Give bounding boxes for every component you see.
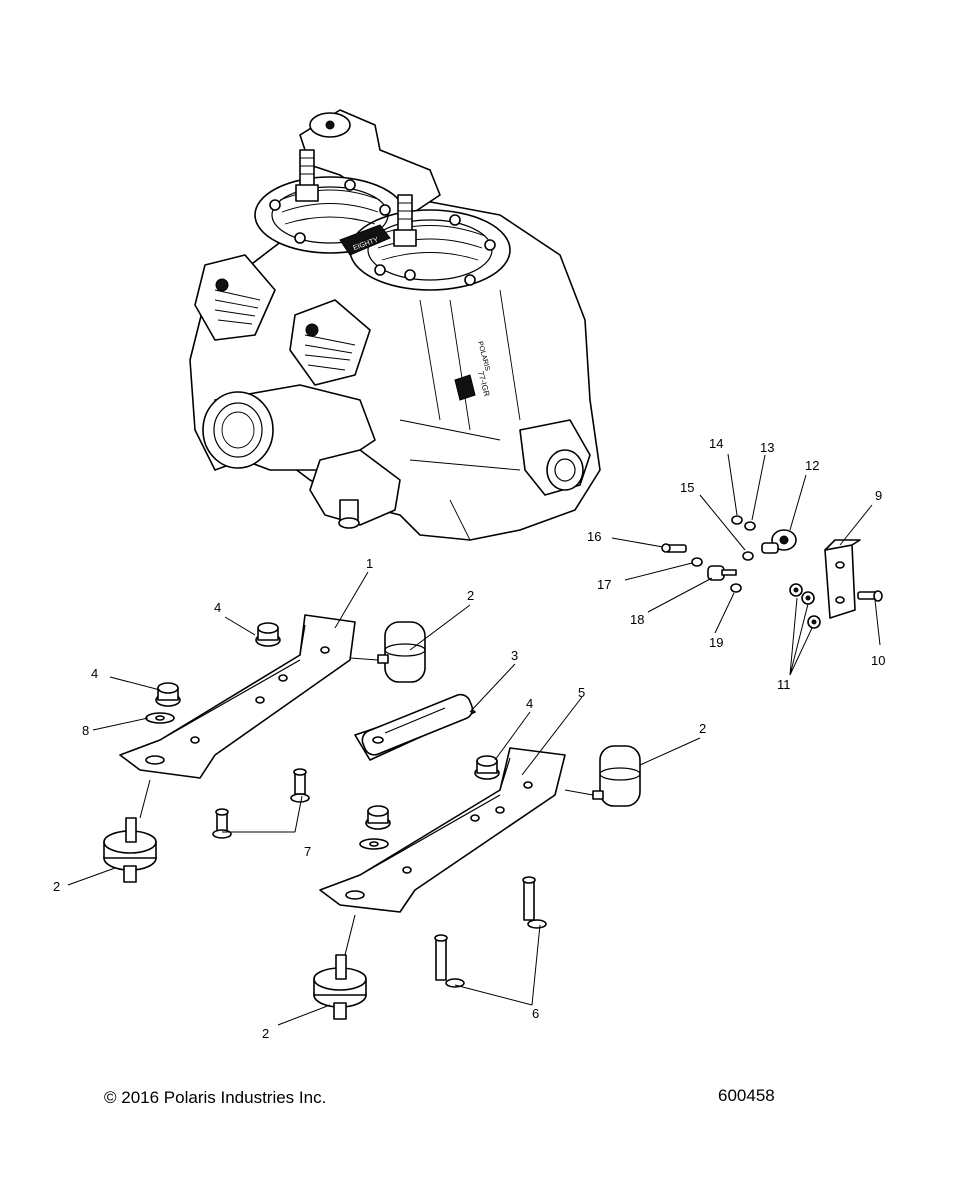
flange-nut-lower [365, 805, 391, 830]
bolt-7a [290, 768, 310, 803]
callout-17: 17 [597, 577, 611, 592]
callout-11: 11 [777, 677, 791, 692]
flange-nut-center [474, 755, 500, 780]
leader-lines [67, 453, 881, 1026]
bolt-10 [857, 590, 883, 602]
callout-4: 4 [526, 696, 533, 711]
callout-2: 2 [467, 588, 474, 603]
engine-mount-bracket-left [119, 614, 356, 779]
nut-14 [731, 515, 743, 525]
copyright-notice: © 2016 Polaris Industries Inc. [104, 1088, 327, 1107]
callout-7: 7 [304, 844, 311, 859]
spark-plug-right [393, 194, 417, 247]
callout-2: 2 [262, 1026, 269, 1041]
callout-2: 2 [53, 879, 60, 894]
bolt-6b [434, 934, 465, 988]
rod-end-12 [761, 529, 797, 554]
spacer-18 [707, 565, 737, 581]
assembly-lines [139, 657, 594, 956]
drawing-number: 600458 [718, 1086, 775, 1105]
rubber-mount-right-bottom [313, 954, 367, 1020]
bracket-9 [824, 539, 861, 619]
callout-labels: 1 2 3 4 4 8 4 5 2 7 2 2 6 9 10 11 12 13 … [53, 436, 885, 1041]
rubber-mount-right-side [592, 745, 641, 807]
crankshaft-stub [519, 419, 591, 496]
callout-18: 18 [630, 612, 644, 627]
flange-nut-left [155, 682, 181, 707]
washer-19 [730, 583, 742, 593]
washer-13 [744, 521, 756, 531]
intake-cover-lower [289, 299, 371, 386]
callout-19: 19 [709, 635, 723, 650]
callout-4: 4 [91, 666, 98, 681]
washer-lower [359, 838, 389, 850]
nut-15 [742, 551, 754, 561]
washer-17 [691, 557, 703, 567]
callout-15: 15 [680, 480, 694, 495]
washer-left [145, 712, 175, 724]
bolt-16 [661, 543, 687, 553]
rubber-mount-left-bottom [103, 817, 157, 883]
bolt-7b [212, 808, 232, 839]
callout-3: 3 [511, 648, 518, 663]
callout-6: 6 [532, 1006, 539, 1021]
callout-9: 9 [875, 488, 882, 503]
torque-stop-plate [354, 693, 476, 761]
engine-assembly: EIGHTY [189, 109, 601, 541]
callout-13: 13 [760, 440, 774, 455]
bolt-6a [522, 876, 547, 929]
intake-boot [202, 384, 376, 471]
callout-10: 10 [871, 653, 885, 668]
callout-1: 1 [366, 556, 373, 571]
callout-12: 12 [805, 458, 819, 473]
callout-8: 8 [82, 723, 89, 738]
callout-5: 5 [578, 685, 585, 700]
callout-16: 16 [587, 529, 601, 544]
spark-plug-left [295, 149, 319, 202]
callout-4: 4 [214, 600, 221, 615]
flange-nut-upper [255, 622, 281, 647]
engine-mount-bracket-right [319, 747, 566, 913]
water-pump-housing [309, 449, 401, 529]
callout-2: 2 [699, 721, 706, 736]
intake-cover-upper [194, 254, 276, 341]
callout-14: 14 [709, 436, 723, 451]
rubber-mount-left-side [377, 621, 426, 683]
